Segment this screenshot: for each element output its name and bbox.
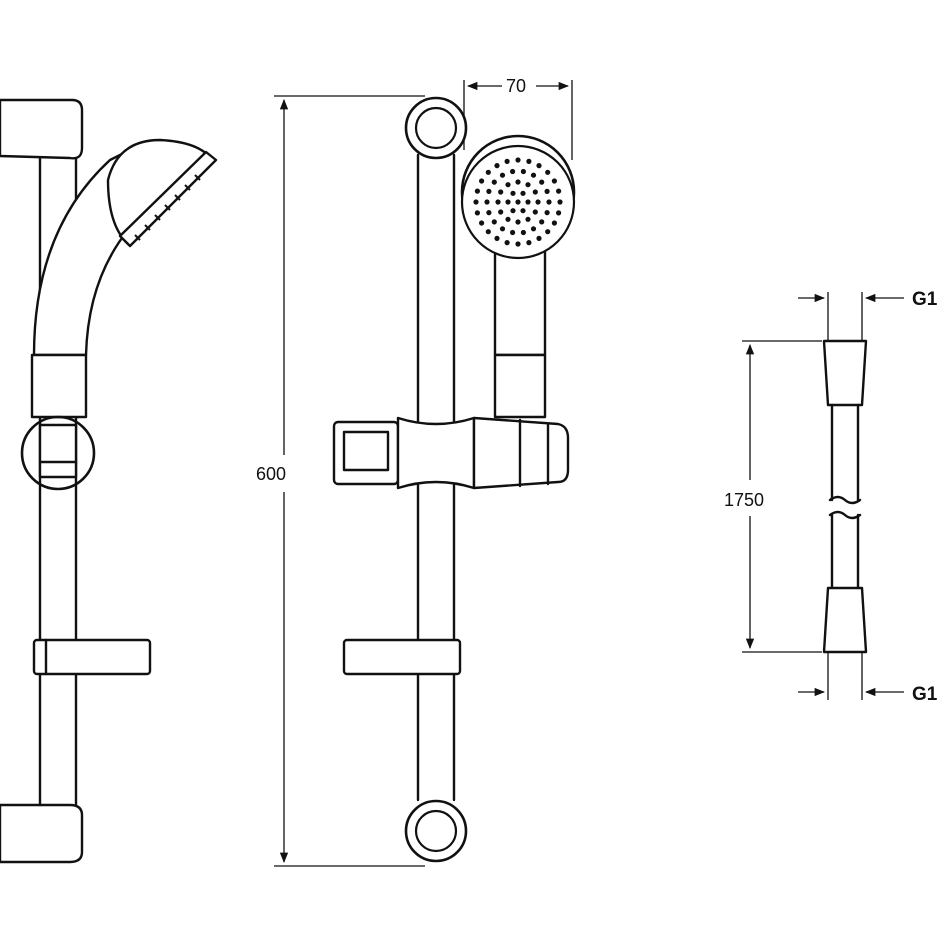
nozzle-dot bbox=[545, 229, 551, 235]
nozzle-dot bbox=[515, 157, 521, 163]
nozzle-dot bbox=[486, 188, 492, 194]
side-view bbox=[0, 98, 218, 864]
nozzle-dot bbox=[473, 199, 479, 205]
front-bottom-ring bbox=[404, 799, 468, 863]
nozzle-dot bbox=[520, 168, 527, 175]
side-handset-grip bbox=[30, 353, 88, 419]
front-slider-body bbox=[396, 416, 476, 490]
front-soap-dish bbox=[342, 638, 462, 676]
nozzle-dot bbox=[539, 179, 545, 185]
front-top-ring bbox=[404, 96, 468, 160]
nozzle-dot bbox=[556, 188, 562, 194]
nozzle-dot bbox=[532, 189, 538, 195]
nozzle-dot bbox=[556, 210, 562, 216]
nozzle-dot bbox=[525, 182, 531, 188]
nozzle-dot bbox=[494, 235, 500, 241]
side-top-bracket bbox=[0, 98, 84, 160]
nozzle-dot bbox=[479, 178, 485, 184]
nozzle-dot bbox=[491, 219, 497, 225]
nozzle-dot bbox=[526, 158, 532, 164]
nozzle-dot bbox=[530, 226, 537, 232]
nozzle-dot bbox=[551, 178, 558, 184]
nozzle-dot bbox=[515, 241, 521, 247]
side-soap-dish bbox=[32, 638, 152, 676]
nozzle-dot bbox=[495, 199, 501, 205]
nozzle-dot bbox=[498, 209, 504, 215]
hose-bottom-connector bbox=[822, 586, 868, 654]
nozzle-dot bbox=[532, 209, 538, 215]
nozzle-dot bbox=[485, 229, 491, 235]
nozzle-dot bbox=[544, 210, 550, 216]
dim-70-label: 70 bbox=[506, 76, 526, 96]
nozzle-dot bbox=[510, 208, 516, 214]
nozzle-dot bbox=[509, 229, 516, 236]
side-bottom-bracket bbox=[0, 803, 84, 864]
nozzle-dot bbox=[474, 188, 480, 194]
hose-top-connector bbox=[822, 339, 868, 407]
nozzle-dot bbox=[498, 189, 504, 195]
hose-view: 1750 G1 G1 bbox=[724, 289, 938, 705]
nozzle-dot bbox=[520, 229, 527, 236]
nozzle-dot bbox=[479, 220, 485, 226]
front-nozzle-pattern bbox=[473, 157, 563, 247]
nozzle-dot bbox=[539, 219, 545, 225]
nozzle-dot bbox=[557, 199, 563, 205]
nozzle-dot bbox=[515, 199, 521, 205]
nozzle-dot bbox=[499, 226, 506, 232]
nozzle-dot bbox=[546, 199, 552, 205]
nozzle-dot bbox=[536, 163, 542, 169]
nozzle-dot bbox=[525, 216, 531, 222]
nozzle-dot bbox=[551, 220, 558, 226]
side-holder-clip bbox=[38, 423, 78, 479]
nozzle-dot bbox=[491, 179, 497, 185]
nozzle-dot bbox=[509, 168, 516, 175]
nozzle-dot bbox=[536, 235, 542, 241]
nozzle-dot bbox=[499, 172, 506, 178]
nozzle-dot bbox=[505, 199, 511, 205]
nozzle-dot bbox=[504, 240, 510, 246]
nozzle-dot bbox=[494, 163, 500, 169]
nozzle-dot bbox=[544, 188, 550, 194]
nozzle-dot bbox=[525, 199, 531, 205]
nozzle-dot bbox=[520, 190, 526, 196]
side-shower-head-face bbox=[118, 150, 218, 248]
nozzle-dot bbox=[474, 210, 480, 216]
nozzle-dot bbox=[505, 216, 511, 222]
nozzle-dot bbox=[486, 210, 492, 216]
nozzle-dot bbox=[485, 169, 491, 175]
nozzle-dot bbox=[515, 179, 521, 185]
thread-bottom-label: G1 bbox=[912, 684, 938, 705]
front-handset-grip bbox=[493, 353, 547, 419]
side-shower-head bbox=[106, 138, 214, 246]
nozzle-dot bbox=[515, 219, 521, 225]
side-holder-ring bbox=[20, 415, 96, 491]
side-nozzle-marks bbox=[134, 174, 201, 241]
nozzle-dot bbox=[530, 172, 537, 178]
nozzle-dot bbox=[545, 169, 551, 175]
nozzle-dot bbox=[505, 182, 511, 188]
dim-600-label: 600 bbox=[256, 464, 286, 484]
dim-1750-label: 1750 bbox=[724, 490, 764, 510]
hose-body bbox=[830, 403, 860, 590]
nozzle-dot bbox=[510, 190, 516, 196]
front-view: 600 70 bbox=[256, 76, 576, 867]
nozzle-dot bbox=[504, 158, 510, 164]
nozzle-dot bbox=[484, 199, 490, 205]
nozzle-dot bbox=[526, 240, 532, 246]
nozzle-dot bbox=[520, 208, 526, 214]
hose-break-mark bbox=[828, 495, 862, 520]
nozzle-dot bbox=[535, 199, 541, 205]
thread-top-label: G1 bbox=[912, 289, 938, 310]
